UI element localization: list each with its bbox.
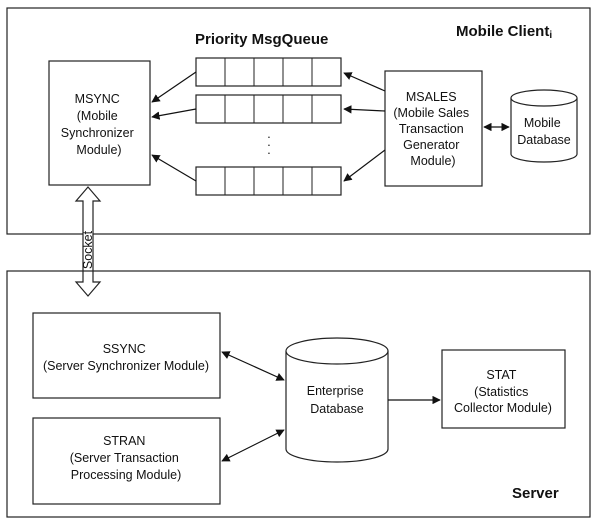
stran-box (32, 417, 221, 505)
ssync-label: SSYNC (Server Synchronizer Module) (43, 342, 209, 373)
stran-label: STRAN (Server Transaction Processing Mod… (70, 434, 183, 482)
server-region (6, 270, 591, 518)
queue-row-2 (195, 94, 342, 124)
svg-text:Enterprise Database: Enterprise Database (307, 384, 367, 416)
server-title: Server (512, 485, 559, 502)
msales-box (384, 70, 483, 187)
msales-label: MSALES (Mobile Sales Transaction Generat… (393, 90, 472, 168)
mobile-client-region (6, 7, 591, 235)
server-arrows (221, 351, 441, 462)
stat-box (441, 349, 566, 429)
msync-box (48, 60, 151, 186)
msync-label: MSYNC (Mobile Synchronizer Module) (61, 92, 137, 157)
ssync-box (32, 312, 221, 399)
svg-text:Mobile Database: Mobile Database (517, 116, 571, 147)
enterprise-database: Enterprise Database (285, 337, 389, 463)
mobile-database: Mobile Database (510, 89, 578, 163)
queue-row-3 (195, 166, 342, 196)
socket-link: Socket (74, 186, 102, 297)
svg-text:·: · (267, 138, 271, 152)
queue-ellipsis: · · · (267, 130, 271, 160)
mobile-client-title: Mobile Clienti (456, 23, 552, 41)
mobile-arrows (151, 71, 510, 182)
svg-text:·: · (267, 130, 271, 144)
svg-text:·: · (267, 146, 271, 160)
stat-label: STAT (Statistics Collector Module) (454, 368, 552, 415)
socket-label: Socket (81, 230, 95, 269)
queue-row-1 (195, 57, 342, 87)
queue-title: Priority MsgQueue (195, 31, 328, 48)
